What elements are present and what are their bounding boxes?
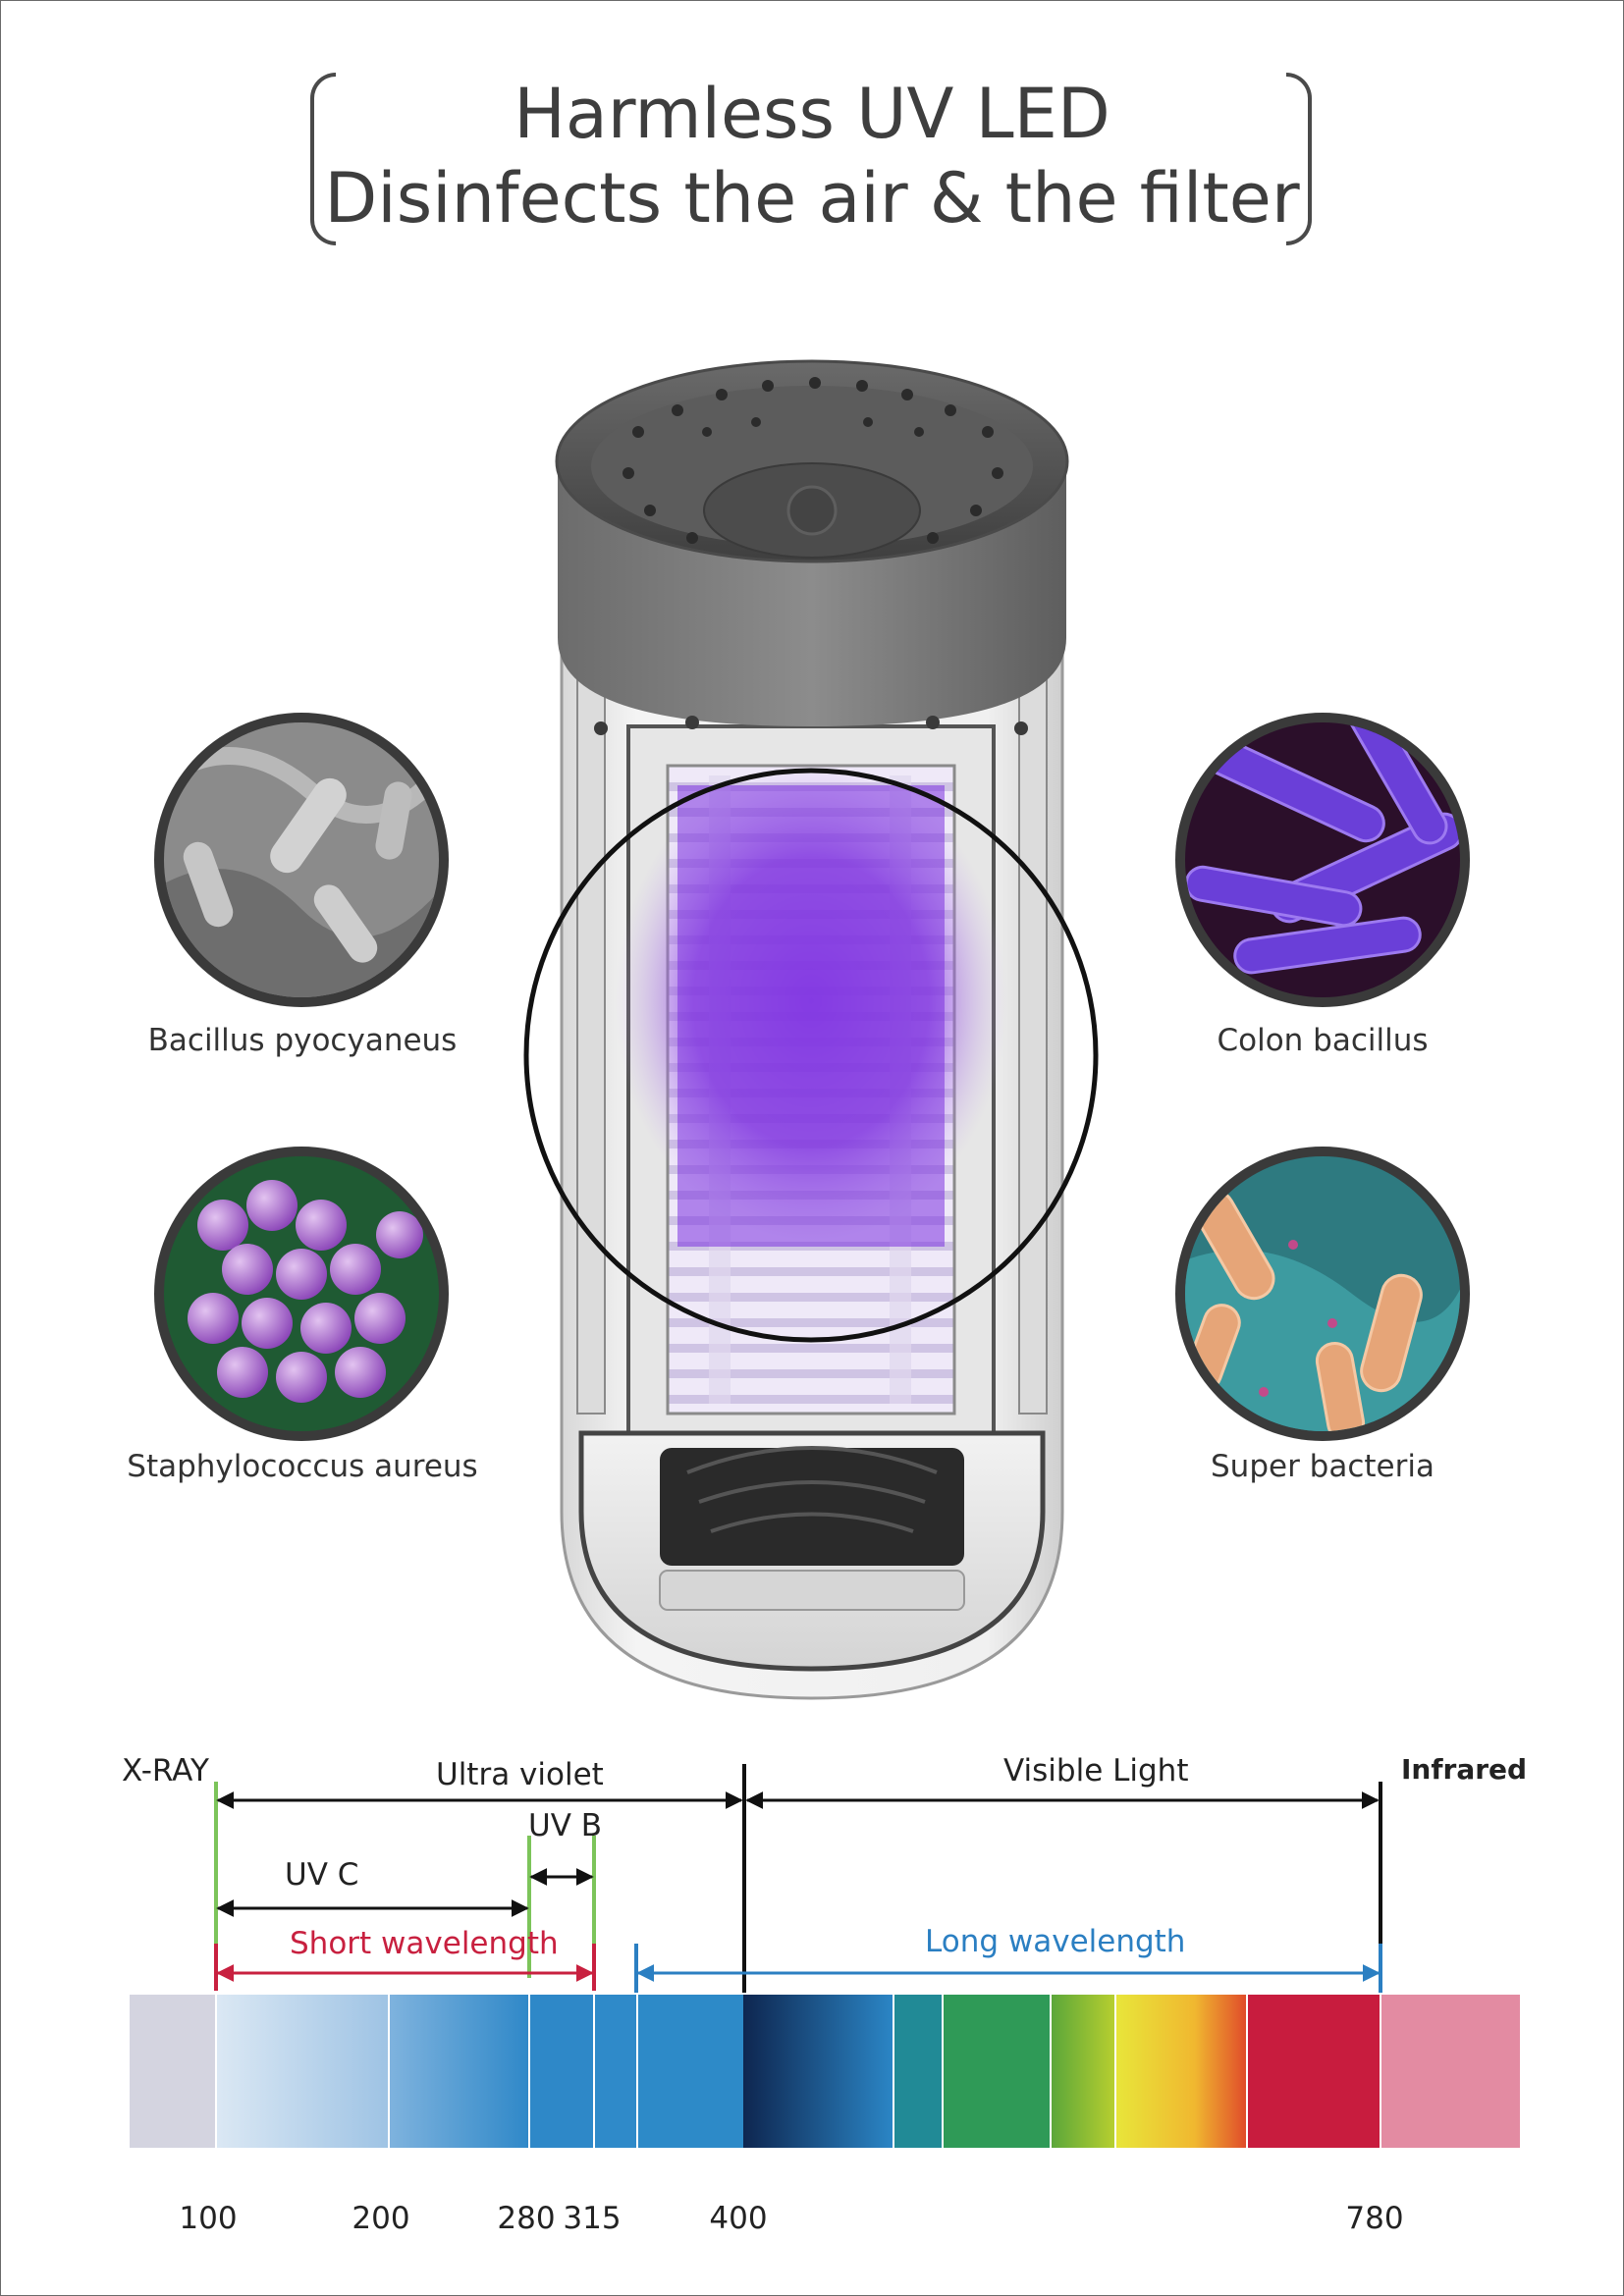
label-short-wavelength: Short wavelength xyxy=(290,1926,559,1961)
bacteria-micrograph xyxy=(1175,713,1470,1007)
label-staphylococcus-aureus: Staphylococcus aureus xyxy=(127,1449,478,1484)
tick-280: 280 xyxy=(497,2201,556,2236)
tick-200: 200 xyxy=(352,2201,410,2236)
label-visible-light: Visible Light xyxy=(1003,1753,1189,1789)
bacteria-micrograph xyxy=(154,713,449,1007)
label-super-bacteria: Super bacteria xyxy=(1211,1449,1435,1484)
title-line-1: Harmless UV LED xyxy=(514,74,1110,154)
title-line-2: Disinfects the air & the filter xyxy=(324,158,1300,239)
label-long-wavelength: Long wavelength xyxy=(925,1924,1186,1959)
tick-400: 400 xyxy=(709,2201,768,2236)
label-ultra-violet: Ultra violet xyxy=(436,1757,604,1792)
bacteria-micrograph xyxy=(1175,1147,1470,1441)
tick-780: 780 xyxy=(1345,2201,1404,2236)
label-colon-bacillus: Colon bacillus xyxy=(1217,1023,1429,1058)
label-uv-b: UV B xyxy=(528,1808,603,1843)
label-infrared: Infrared xyxy=(1401,1753,1528,1786)
label-bacillus-pyocyaneus: Bacillus pyocyaneus xyxy=(147,1023,458,1058)
label-xray: X-RAY xyxy=(122,1753,209,1789)
bacteria-micrograph xyxy=(154,1147,449,1441)
label-uv-c: UV C xyxy=(285,1857,359,1893)
tick-315: 315 xyxy=(563,2201,622,2236)
tick-100: 100 xyxy=(179,2201,238,2236)
